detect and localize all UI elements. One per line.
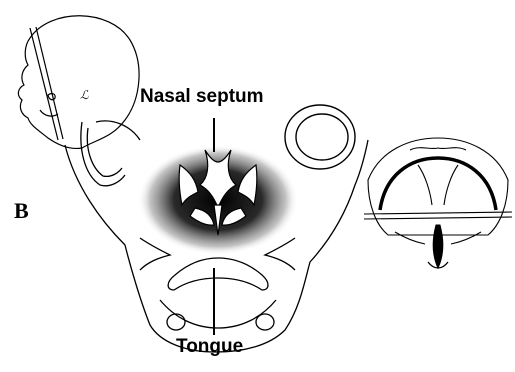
- section-plane-inset-2: [364, 217, 512, 219]
- palate-midline: [433, 225, 443, 268]
- embryo-head-inset: [18, 16, 139, 149]
- embryo-head-outline: [18, 16, 139, 149]
- palate-arch-thick: [380, 158, 496, 210]
- inset-signature-mark: ℒ: [80, 88, 89, 103]
- mouth-outline: [40, 110, 58, 116]
- section-plane-head-2: [36, 27, 63, 139]
- section-plane-head-1: [30, 28, 58, 140]
- panel-letter: B: [14, 200, 29, 222]
- section-plane-inset-1: [364, 212, 512, 214]
- eye-ring: [285, 105, 355, 169]
- eye-outline: [48, 94, 55, 100]
- label-tongue: Tongue: [176, 337, 243, 356]
- label-nasal-septum: Nasal septum: [140, 87, 264, 106]
